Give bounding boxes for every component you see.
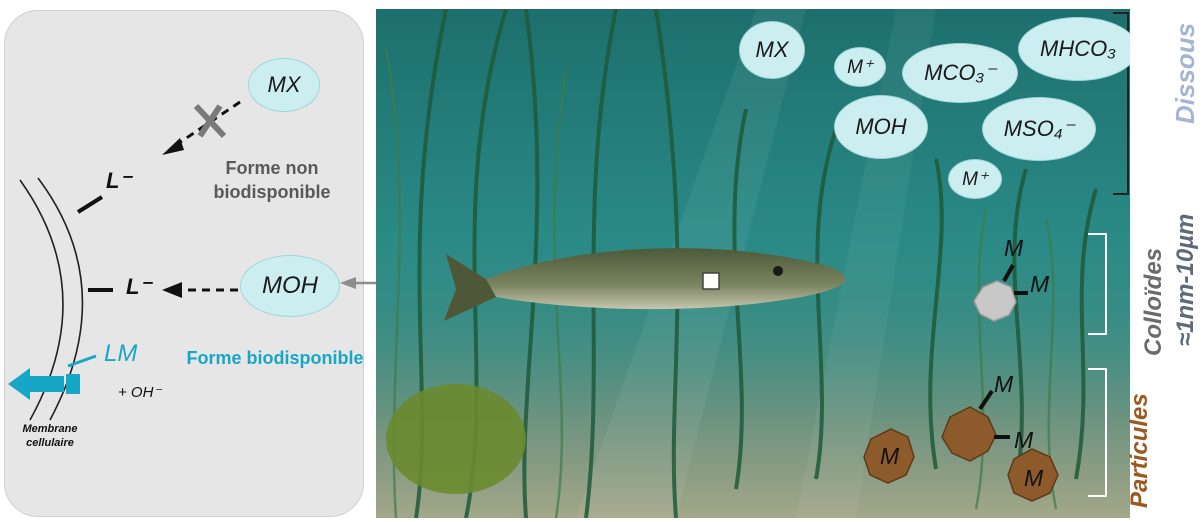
internalization-bar [66,374,80,394]
species-m-plus-bottom: M⁺ [948,159,1002,199]
size-range-label: ≈1nm-10µm [1172,214,1200,346]
particle-metal-top: M [994,371,1013,398]
ligand-stub-top [78,197,102,212]
underwater-photo: MX M⁺ MCO₃⁻ MHCO₃ MOH MSO₄⁻ M⁺ M M M M M… [376,9,1130,518]
species-m-plus-top: M⁺ [834,47,886,87]
species-mso4: MSO₄⁻ [982,97,1096,161]
species-mco3: MCO₃⁻ [902,43,1018,103]
bioavailable-label: Forme biodisponible [186,346,364,370]
block-cross-icon [196,106,224,136]
ligand-top: L⁻ [106,168,131,194]
ligand-mid: L⁻ [126,274,151,300]
particle-metal-link: M [1014,427,1033,454]
moh-label: MOH [262,272,318,300]
mx-bubble: MX [248,58,320,112]
dissous-label: Dissous [1170,23,1201,124]
lily-leaf [386,384,526,494]
uptake-arrow-head [162,282,182,298]
particle-metal-right: M [1024,465,1043,492]
internalization-arrow-icon [8,368,64,400]
mx-label: MX [268,72,301,98]
colloid-metal-b: M [1030,271,1049,298]
fish-marker [703,273,719,289]
lm-link [68,356,96,366]
species-mx: MX [739,21,805,79]
species-moh: MOH [834,95,928,159]
colloid-metal-a: M [1004,235,1023,262]
particle-metal-left: M [880,443,899,470]
non-bioavailable-label: Forme non biodisponible [190,156,354,204]
lm-label: LM [104,340,137,368]
species-mhco3: MHCO₃ [1018,17,1130,81]
particules-label: Particules [1126,393,1154,508]
hydroxide-label: + OH⁻ [118,383,161,401]
connector-arrow-head [340,277,356,289]
moh-bubble: MOH [240,255,340,317]
blocked-arrow-head [162,138,184,155]
colloides-label: Colloïdes [1140,248,1168,356]
membrane-label: Membrane cellulaire [14,422,86,450]
